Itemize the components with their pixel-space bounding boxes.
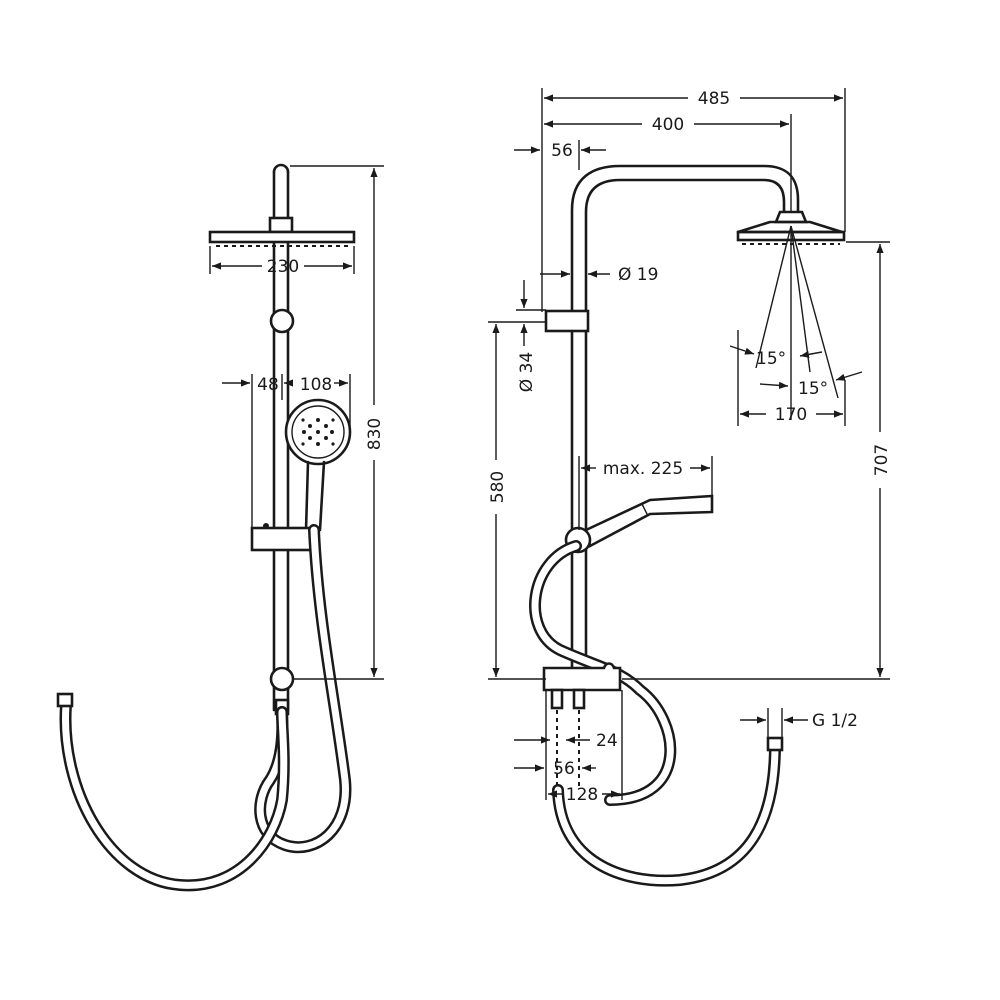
front-rail-clamp-bottom [269, 666, 295, 692]
dim-side-connection-thread: G 1/2 [812, 711, 858, 731]
dim-front-total-height: 830 [365, 418, 385, 450]
dim-side-holder-diameter: Ø 34 [517, 352, 537, 392]
front-hand-shower [284, 398, 352, 532]
side-view [529, 164, 846, 887]
dim-side-holder-height: 580 [488, 471, 508, 503]
front-head-shower [208, 230, 356, 244]
front-head-connector [268, 216, 294, 234]
dim-side-outlet-56: 56 [553, 759, 575, 779]
dim-side-pipe-offset: 56 [551, 141, 573, 161]
dim-side-pipe-diameter: Ø 19 [618, 265, 658, 285]
front-dimensions: 230 830 48 108 [209, 165, 385, 680]
dim-front-hand-offset: 48 [257, 375, 279, 395]
dim-side-spray-angle-a: 15° [756, 349, 786, 369]
front-view [56, 163, 356, 892]
dim-side-arm-reach: 400 [652, 115, 684, 135]
dim-side-spray-width: 170 [775, 405, 807, 425]
dim-side-outlet-128: 128 [566, 785, 598, 805]
dim-side-total-width: 485 [698, 89, 730, 109]
dim-front-head-width: 230 [267, 257, 299, 277]
dim-side-spray-angle-b: 15° [798, 379, 828, 399]
front-rail-clamp-top [269, 308, 295, 334]
dim-front-hand-width: 108 [300, 375, 332, 395]
side-holder [544, 309, 590, 333]
side-mixer [542, 662, 622, 692]
side-hand-shower [584, 494, 714, 548]
dim-side-head-height: 707 [872, 444, 892, 476]
side-dimensions: 485 400 56 Ø 19 Ø 34 580 707 15° [488, 88, 892, 805]
dim-side-hand-reach: max. 225 [603, 459, 683, 479]
dim-side-outlet-24: 24 [596, 731, 618, 751]
